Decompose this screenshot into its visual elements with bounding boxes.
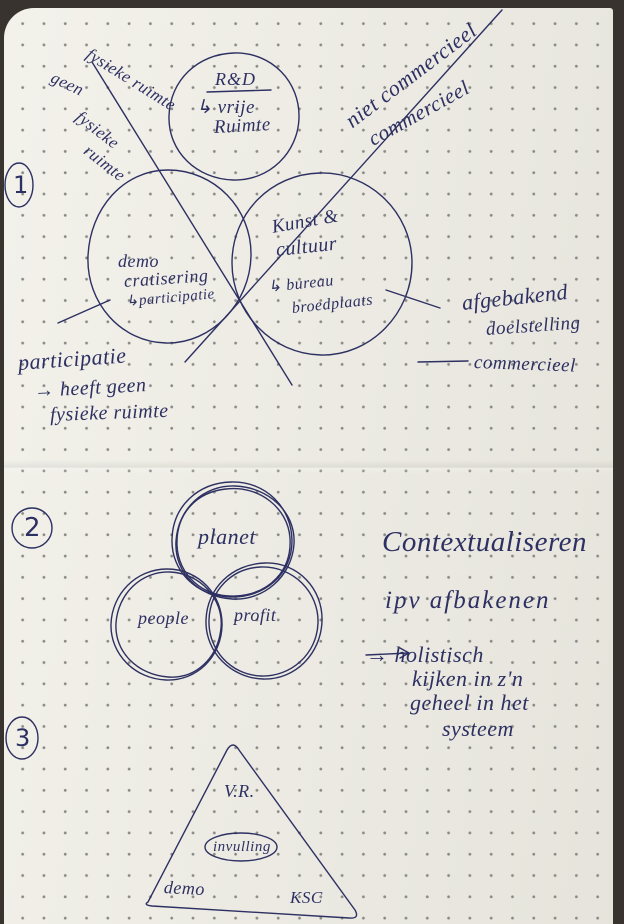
- planet-circle: [171, 481, 293, 598]
- page-crease: [4, 460, 613, 474]
- triangle-bottom-left-label: demo: [163, 877, 206, 900]
- ink-drawing: [4, 9, 503, 919]
- holistisch-arrow-head: [399, 647, 410, 659]
- people-circle: [110, 568, 223, 681]
- section3-number-circle: [5, 716, 39, 760]
- rd-underline: [206, 89, 272, 93]
- profit-circle-stroke-2: [208, 566, 319, 677]
- rd-circle: [168, 52, 300, 181]
- demo-line-demo: demo: [118, 251, 159, 271]
- demo-pointer-line: [57, 299, 111, 324]
- holistisch-arrow-line: [365, 652, 409, 656]
- section1-number-circle: [4, 162, 34, 208]
- rd-line-ruimte: Ruimte: [213, 114, 272, 138]
- note-contextualiseren: Contextualiseren: [382, 526, 588, 558]
- note-ipv-afbakenen: ipv afbakenen: [385, 587, 551, 614]
- section3-number: 3: [15, 724, 31, 752]
- triangle-bottom-right-label: KSC: [290, 888, 323, 907]
- notebook-page: 1 R&D ↳ vrije Ruimte fysieke ruimte geen…: [4, 8, 613, 924]
- section2-number-circle: [11, 507, 53, 549]
- demo-circle: [87, 169, 252, 344]
- section2-number: 2: [24, 513, 42, 543]
- physical-axis-line: [91, 61, 293, 386]
- note-kijken: kijken in z'n: [412, 666, 524, 691]
- planet-circle-stroke-3: [176, 487, 291, 597]
- planet-label: planet: [198, 524, 256, 549]
- side-note-commercieel: commercieel: [473, 352, 577, 377]
- note-holistisch: → holistisch: [366, 642, 484, 667]
- vr-triangle: [145, 744, 358, 919]
- rd-title: R&D: [215, 69, 256, 89]
- commercieel-dash: [417, 360, 469, 363]
- invulling-oval: [204, 832, 278, 862]
- kunst-circle: [231, 172, 413, 356]
- note-geheel: geheel in het: [410, 690, 529, 715]
- profit-circle: [205, 562, 323, 680]
- section1-number: 1: [13, 171, 29, 199]
- note-systeem: systeem: [442, 716, 514, 741]
- profit-label: profit: [234, 605, 277, 625]
- triangle-top-label: V.R.: [224, 781, 255, 801]
- triangle-center-label: invulling: [213, 839, 271, 855]
- people-circle-stroke-2: [115, 571, 222, 678]
- kunst-pointer-line: [385, 289, 441, 309]
- commercial-axis-line: [184, 9, 503, 363]
- rd-line-vrije: ↳ vrije: [196, 97, 255, 118]
- bottom-note-fysieke-ruimte: fysieke ruimte: [49, 399, 169, 426]
- people-label: people: [138, 608, 189, 628]
